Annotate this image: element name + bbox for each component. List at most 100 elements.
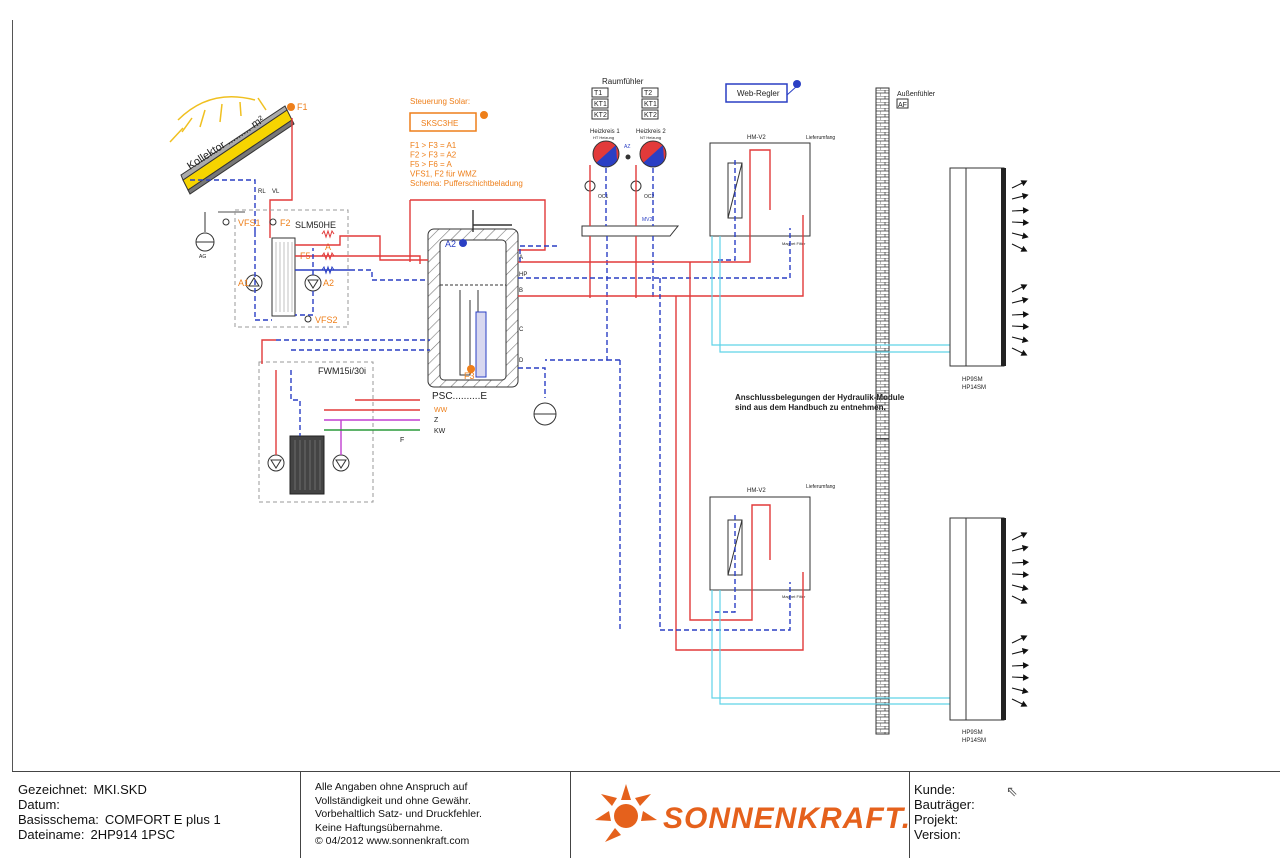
tank-expansion-vessel-icon (518, 367, 557, 426)
title-block-logo: SONNENKRAFT. (571, 772, 910, 858)
pump-a1-icon (245, 274, 263, 292)
fwm-heat-exchanger (289, 435, 325, 495)
version-label: Version: (914, 827, 961, 842)
airflow-arrowhead (1022, 323, 1030, 330)
fwm-frame (258, 361, 374, 503)
port-c: C (519, 327, 524, 333)
room-sensor-box (641, 98, 659, 109)
hp1-model-1: HP9SM (962, 377, 983, 383)
port-a: A (519, 255, 523, 261)
projekt-label: Projekt: (914, 812, 959, 827)
tank-a2-label: A2 (445, 239, 456, 249)
airflow-arrowhead (1022, 559, 1030, 566)
heating-distributor (581, 225, 680, 237)
airflow-arrows (1011, 180, 1030, 707)
station-a-label: A (325, 242, 331, 252)
schema-value: COMFORT E plus 1 (104, 812, 221, 827)
room-sensor-box (591, 98, 609, 109)
web-controller-label: Web-Regler (737, 89, 780, 98)
room-sensor-box (591, 109, 609, 120)
web-controller-box[interactable] (725, 83, 788, 103)
airflow-arrowhead (1020, 700, 1028, 707)
module2-filter: Magnet Filter (782, 594, 806, 599)
airflow-arrowhead (1020, 635, 1028, 642)
title-block: Gezeichnet:MKI.SKD Datum: Basisschema:CO… (12, 771, 1280, 858)
airflow-arrowhead (1022, 662, 1030, 669)
sensor-f3-icon (467, 365, 475, 373)
airflow-arrowhead (1021, 297, 1029, 304)
drawn-value: MKI.SKD (93, 782, 147, 797)
hydraulic-module-2 (709, 496, 811, 591)
sensor-f1-label: F1 (297, 102, 308, 112)
af-label: AF (898, 102, 907, 109)
control-sensor-icon (480, 111, 488, 119)
f-label: F (400, 437, 404, 444)
solar-station-frame (234, 209, 349, 328)
brand-logo: SONNENKRAFT. (663, 802, 912, 835)
solar-rule-5: Schema: Pufferschichtbeladung (410, 179, 523, 188)
room-sensor-label: T2 (644, 90, 652, 97)
solar-control-title: Steuerung Solar: (410, 97, 470, 106)
room-sensor-label: KT2 (644, 112, 657, 119)
hk1-label: Heizkreis 1 (590, 129, 620, 135)
airflow-arrowhead (1022, 207, 1030, 214)
airflow-arrowhead (1021, 648, 1029, 655)
disclaimer-line-1: Alle Angaben ohne Anspruch auf (315, 781, 468, 793)
hp2-model-2: HP14SM (962, 738, 986, 744)
kunde-label: Kunde: (914, 782, 956, 797)
solar-pipes (190, 118, 293, 232)
airflow-arrowhead (1022, 674, 1030, 681)
hk2-sub: NT Heizung (640, 135, 661, 140)
airflow-arrowhead (1022, 219, 1030, 226)
airflow-arrowhead (1022, 571, 1030, 578)
a1-label: A1 (238, 278, 249, 288)
airflow-arrowhead (1020, 349, 1028, 356)
sensor-f1-icon (287, 103, 295, 111)
room-sensor-box (641, 109, 659, 120)
room-sensor-title: Raumfühler (602, 77, 644, 86)
room-sensor-box (591, 87, 609, 98)
ww-label: WW (434, 407, 448, 414)
ag-label: AG (199, 254, 206, 260)
room-sensor-box (641, 87, 659, 98)
z-label: Z (434, 417, 439, 424)
room-sensor-label: T1 (594, 90, 602, 97)
af-box (896, 98, 909, 109)
airflow-arrowhead (1020, 284, 1028, 291)
sun-icon (169, 96, 267, 143)
heat-pump-2 (965, 517, 1005, 721)
heat-pump-1-side (949, 167, 969, 367)
hk1-sub: HT Heizung (593, 135, 614, 140)
title-block-drawing-info: Gezeichnet:MKI.SKD Datum: Basisschema:CO… (12, 772, 301, 858)
outer-wall-upper (875, 87, 890, 484)
note-line-2: sind aus dem Handbuch zu entnehmen. (735, 403, 886, 412)
schema-label: Basisschema: (18, 812, 99, 827)
expansion-vessel-icon: AG (195, 212, 215, 260)
port-d: D (519, 358, 524, 364)
mv2-label: MV2 (642, 217, 653, 223)
web-sensor-icon (793, 80, 801, 88)
plate-heat-exchanger (271, 237, 296, 317)
hk2-label: Heizkreis 2 (636, 129, 666, 135)
module1-filter: Magnet Filter (782, 241, 806, 246)
outdoor-sensor-label: Außenfühler (897, 91, 936, 98)
oc1-label: OC1 (598, 194, 609, 200)
title-block-project: Kunde: Bauträger: Projekt: Version: (910, 772, 1280, 858)
airflow-arrowhead (1021, 584, 1029, 591)
oc2-label: OC2 (644, 194, 655, 200)
port-hp: HP (519, 272, 527, 278)
airflow-arrowhead (1021, 336, 1029, 343)
kw-label: KW (434, 428, 446, 435)
tank-name: PSC..........E (432, 391, 487, 402)
airflow-arrowhead (1020, 597, 1028, 604)
hydraulic-module-1 (709, 142, 811, 237)
vfs1-label: VFS1 (238, 218, 261, 228)
mouse-cursor-icon: ⇖ (1006, 783, 1018, 799)
disclaimer-line-2: Vollständigkeit und ohne Gewähr. (315, 794, 471, 807)
airflow-arrowhead (1020, 532, 1028, 539)
mixer-hk1-icon (592, 140, 620, 168)
airflow-arrowhead (1021, 193, 1029, 200)
note-line-1: Anschlussbelegungen der Hydraulik-Module (735, 393, 905, 402)
